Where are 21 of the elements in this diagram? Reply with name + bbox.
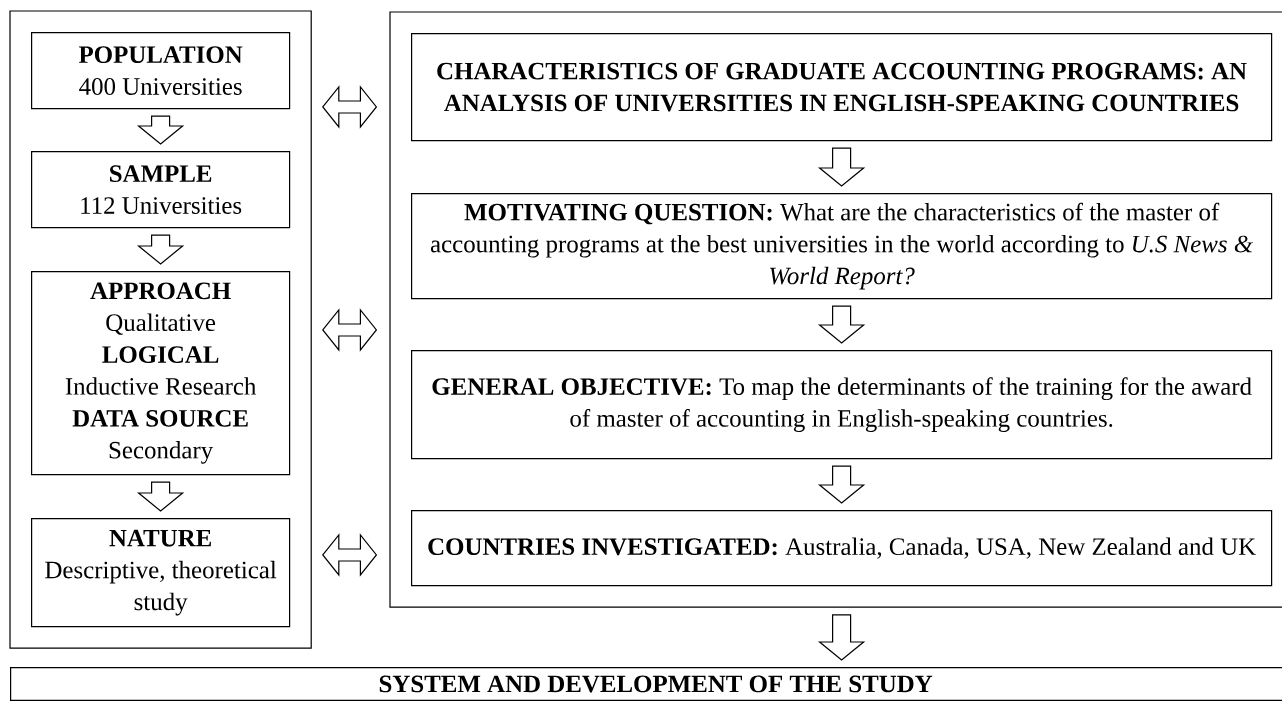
block-arrow [817,614,866,661]
block-arrow [817,305,866,344]
double-arrow [322,85,378,129]
title-box: CHARACTERISTICS OF GRADUATE ACCOUNTING PROGRAMS: AN ANALYSIS OF UNIVERSITIES IN ENGLISH-SPEAKING COUNTRIES [411,33,1273,142]
flow-box: COUNTRIES INVESTIGATED: Australia, Canada, USA, New Zealand and UK [411,510,1273,587]
flow-box: NATURE Descriptive, theoretical study [31,518,291,628]
double-arrow [322,533,378,577]
flow-box: POPULATION 400 Universities [31,32,291,110]
flow-box: GENERAL OBJECTIVE: To map the determinants of the training for the award of master of accounting in English-speaking countries. [411,350,1273,460]
block-arrow [817,465,866,504]
container-panel [9,10,312,649]
flow-box: MOTIVATING QUESTION: What are the characteristics of the master of accounting programs at the best universities in the world according to U.S News & World Report? [411,193,1273,300]
container-panel [389,11,1282,608]
block-arrow [136,234,185,265]
flow-box: SAMPLE 112 Universities [31,151,291,229]
block-arrow [136,115,185,145]
flow-box: APPROACH Qualitative LOGICAL Inductive Research DATA SOURCE Secondary [31,271,291,476]
block-arrow [136,481,185,512]
double-arrow [322,308,378,352]
block-arrow [817,147,866,187]
section-box: SYSTEM AND DEVELOPMENT OF THE STUDY [10,667,1282,702]
